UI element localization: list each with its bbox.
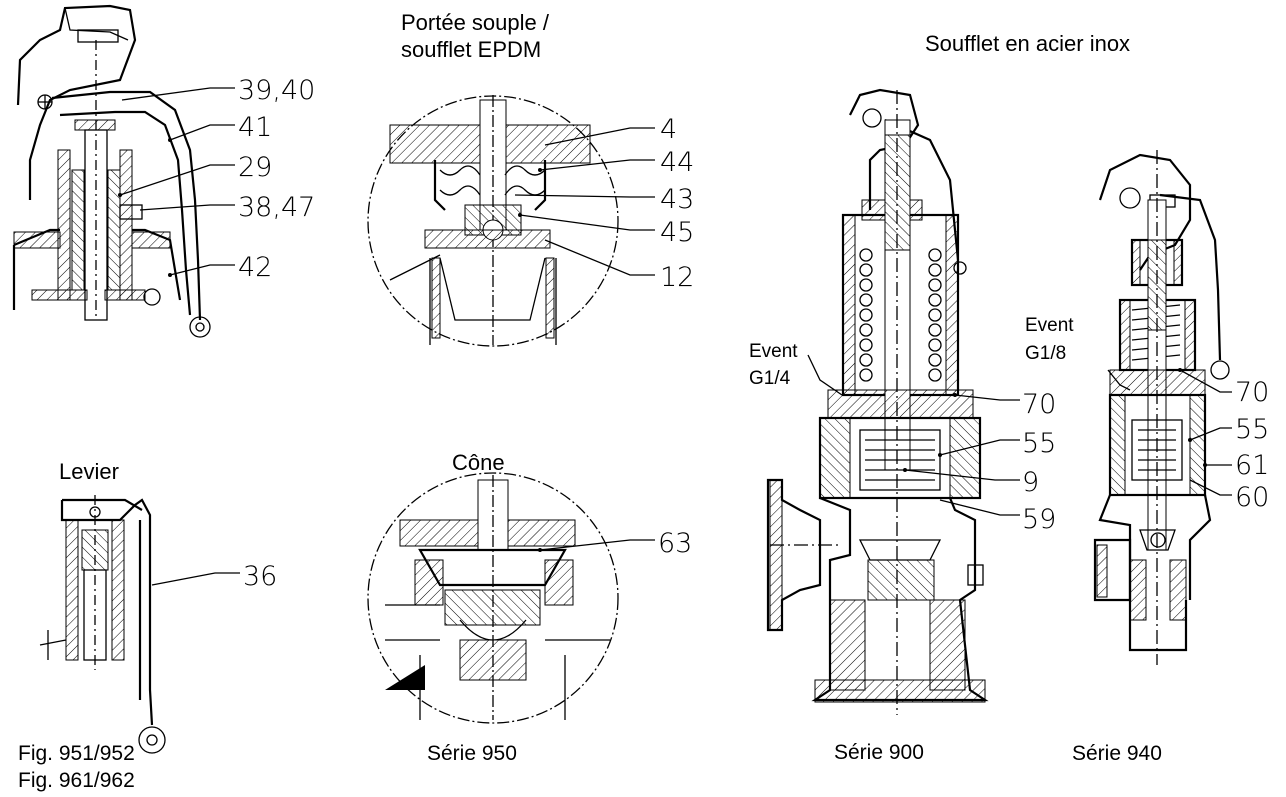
series-900-vent-label: Event G1/4 — [749, 341, 798, 389]
caption-series-950: Série 950 — [427, 742, 517, 765]
soft-seat-callouts: 4 44 43 45 12 — [660, 114, 694, 293]
soft-seat-leader-lines — [514, 127, 655, 276]
cone-leader-lines — [538, 539, 655, 552]
callout-42: 42 — [238, 252, 272, 283]
series-940-leader-lines — [1178, 368, 1232, 496]
heading-cone: Cône — [452, 450, 505, 475]
caption-series-940: Série 940 — [1072, 742, 1162, 765]
callout-900-70: 70 — [1022, 389, 1056, 420]
series-900-spring — [859, 248, 942, 382]
callout-29: 29 — [238, 152, 272, 183]
svg-text:G1/4: G1/4 — [749, 368, 791, 389]
lever-leader-lines — [151, 572, 240, 586]
callout-38-47: 38,47 — [238, 192, 315, 223]
series-900-vent-leader — [807, 354, 843, 396]
cone-detail — [367, 472, 619, 724]
callout-900-9: 9 — [1022, 467, 1039, 498]
series-900-leader-lines — [903, 393, 1020, 516]
series-900-valve-drawing — [766, 88, 989, 715]
top-left-leader-lines — [118, 87, 235, 277]
heading-soft-seat-line2: soufflet EPDM — [401, 37, 542, 62]
callout-940-70: 70 — [1235, 377, 1269, 408]
callout-45: 45 — [660, 217, 694, 248]
heading-lever: Levier — [59, 459, 119, 484]
callout-41: 41 — [238, 112, 272, 143]
caption-fig-951-952: Fig. 951/952 — [18, 742, 135, 765]
callout-900-55: 55 — [1022, 428, 1056, 459]
callout-36: 36 — [243, 561, 277, 592]
caption-series-900: Série 900 — [834, 741, 924, 764]
top-left-cap-drawing — [12, 4, 211, 338]
series-940-vent-label: Event G1/8 — [1025, 315, 1074, 364]
caption-fig-961-962: Fig. 961/962 — [18, 769, 135, 792]
callout-940-55: 55 — [1235, 414, 1269, 445]
callout-39-40: 39,40 — [238, 75, 315, 106]
callout-900-59: 59 — [1022, 504, 1056, 535]
heading-stainless-bellows: Soufflet en acier inox — [925, 31, 1131, 56]
callout-940-61: 61 — [1235, 450, 1269, 481]
callout-44: 44 — [660, 147, 694, 178]
soft-seat-detail — [367, 95, 619, 347]
svg-text:G1/8: G1/8 — [1025, 343, 1066, 364]
callout-940-60: 60 — [1235, 482, 1269, 513]
series-940-valve-drawing — [1093, 150, 1230, 665]
svg-text:Event: Event — [749, 341, 798, 362]
callout-12: 12 — [660, 262, 694, 293]
series-900-callouts: 70 55 9 59 — [1022, 389, 1056, 535]
series-940-vent-leader — [1107, 369, 1131, 391]
series-940-callouts: 70 55 61 60 — [1235, 377, 1269, 513]
top-left-callouts: 39,40 41 29 38,47 42 — [238, 75, 315, 283]
callout-43: 43 — [660, 184, 694, 215]
callout-63: 63 — [658, 528, 692, 559]
heading-soft-seat-line1: Portée souple / — [401, 10, 549, 35]
svg-text:Event: Event — [1025, 315, 1074, 336]
callout-4: 4 — [660, 114, 677, 145]
lever-drawing — [39, 495, 166, 754]
